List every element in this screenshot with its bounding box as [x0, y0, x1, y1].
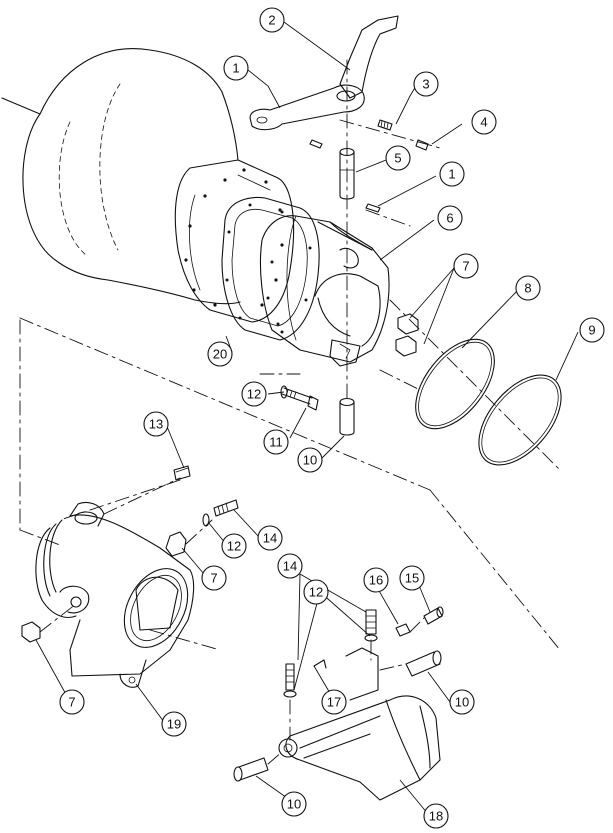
svg-text:1: 1	[448, 167, 455, 182]
callout-14: 14	[257, 525, 283, 551]
callout-2: 2	[259, 7, 285, 33]
svg-text:14: 14	[263, 531, 277, 546]
callout-1: 1	[223, 55, 249, 81]
svg-text:3: 3	[422, 77, 429, 92]
callout-7: 7	[59, 689, 85, 715]
svg-text:12: 12	[227, 539, 241, 554]
svg-text:12: 12	[309, 585, 323, 600]
nut-7b	[165, 531, 187, 557]
hex-bolts-upper	[395, 313, 419, 357]
key-small	[365, 203, 381, 213]
svg-text:10: 10	[303, 453, 317, 468]
svg-text:1: 1	[232, 61, 239, 76]
gear-case	[259, 215, 390, 367]
svg-text:20: 20	[213, 347, 227, 362]
svg-text:15: 15	[405, 571, 419, 586]
bracket-18	[278, 647, 441, 801]
lock-pin	[415, 139, 429, 151]
callout-10: 10	[281, 791, 307, 817]
callout-4: 4	[471, 109, 497, 135]
callout-3: 3	[413, 71, 439, 97]
svg-text:10: 10	[455, 695, 469, 710]
svg-text:16: 16	[369, 573, 383, 588]
svg-text:14: 14	[283, 559, 297, 574]
callout-9: 9	[579, 317, 605, 343]
set-screw	[377, 119, 393, 131]
svg-text:5: 5	[394, 151, 401, 166]
svg-text:18: 18	[429, 809, 443, 824]
callout-1: 1	[439, 161, 465, 187]
svg-text:4: 4	[480, 115, 487, 130]
svg-text:12: 12	[247, 387, 261, 402]
dowel-pin-right	[405, 650, 442, 677]
callout-5: 5	[385, 145, 411, 171]
svg-text:2: 2	[268, 13, 275, 28]
dowel-pin-bottom	[233, 757, 269, 782]
nut-7c	[21, 621, 41, 643]
o-ring-small	[415, 338, 495, 430]
callout-13: 13	[143, 411, 169, 437]
svg-text:7: 7	[68, 695, 75, 710]
callout-12: 12	[303, 579, 329, 605]
callout-12: 12	[241, 381, 267, 407]
callout-16: 16	[363, 567, 389, 593]
callout-19: 19	[161, 711, 187, 737]
centerlines	[19, 59, 561, 651]
callout-7: 7	[453, 253, 479, 279]
svg-text:8: 8	[524, 281, 531, 296]
callout-7: 7	[201, 565, 227, 591]
callouts: 2 1 3 4 5 1 6 7 8 9 20 12 11 10 13 14 12…	[59, 7, 605, 829]
gasket-ring	[221, 197, 320, 341]
callout-8: 8	[515, 275, 541, 301]
svg-text:6: 6	[446, 211, 453, 226]
fitting-16	[395, 623, 411, 637]
callout-6: 6	[437, 205, 463, 231]
leader-lines	[35, 21, 579, 815]
callout-18: 18	[423, 803, 449, 829]
callout-14: 14	[277, 553, 303, 579]
bolt-13	[173, 465, 191, 481]
callout-10: 10	[297, 447, 323, 473]
callout-10: 10	[449, 689, 475, 715]
lower-housing	[35, 501, 195, 688]
callout-17: 17	[321, 689, 347, 715]
callout-12: 12	[221, 533, 247, 559]
dowel-pin-top	[339, 397, 355, 436]
svg-text:11: 11	[269, 435, 283, 450]
svg-text:10: 10	[287, 797, 301, 812]
callout-11: 11	[263, 429, 289, 455]
callout-15: 15	[399, 565, 425, 591]
svg-text:19: 19	[167, 717, 181, 732]
bolt-14a	[213, 499, 239, 517]
o-ring-large	[478, 374, 562, 466]
svg-text:7: 7	[210, 571, 217, 586]
housing-drum	[1, 48, 295, 323]
bolt-14b	[285, 609, 377, 691]
centerlines-lower	[39, 477, 425, 765]
svg-text:13: 13	[149, 417, 163, 432]
svg-text:9: 9	[588, 323, 595, 338]
pin-15	[423, 606, 444, 625]
callout-20: 20	[207, 341, 233, 367]
shift-lever	[249, 15, 399, 131]
key-small-top	[309, 139, 323, 149]
svg-text:7: 7	[462, 259, 469, 274]
svg-text:17: 17	[327, 695, 341, 710]
